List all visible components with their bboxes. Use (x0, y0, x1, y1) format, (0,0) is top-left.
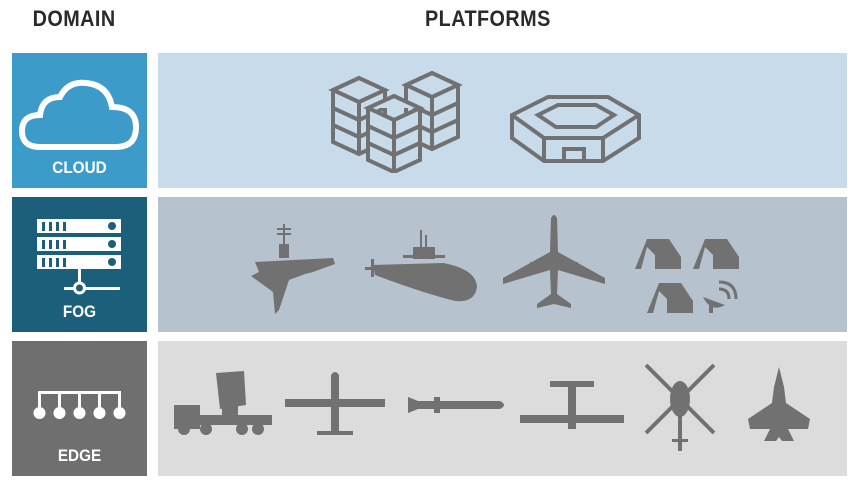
pentagon-icon (510, 95, 641, 163)
airliner-icon (503, 215, 605, 308)
network-nodes-icon (33, 391, 126, 419)
fog-domain-box: FOG (12, 197, 147, 332)
domain-header: DOMAIN (32, 6, 116, 31)
fog-platforms-row (158, 197, 847, 332)
cloud-domain-box: CLOUD (12, 53, 147, 188)
aircraft-carrier-icon (251, 224, 335, 314)
platforms-header: PLATFORMS (424, 6, 551, 31)
cloud-platforms-row (158, 53, 847, 188)
field-camp-icon (635, 239, 739, 313)
small-aircraft-icon (520, 381, 624, 429)
drone-icon (285, 372, 385, 435)
submarine-icon (365, 230, 477, 302)
fog-label: FOG (62, 302, 97, 321)
edge-label: EDGE (57, 446, 102, 465)
edge-platforms-row (158, 341, 847, 476)
cloud-icon (18, 79, 140, 150)
radar-truck-icon (174, 371, 272, 435)
fighter-jet-icon (748, 367, 810, 441)
helicopter-icon (644, 363, 716, 451)
edge-domain-box: EDGE (12, 341, 147, 476)
server-rack-icon (37, 219, 121, 295)
missile-icon (408, 397, 504, 413)
data-center-icon (328, 70, 463, 173)
cloud-label: CLOUD (52, 158, 107, 177)
